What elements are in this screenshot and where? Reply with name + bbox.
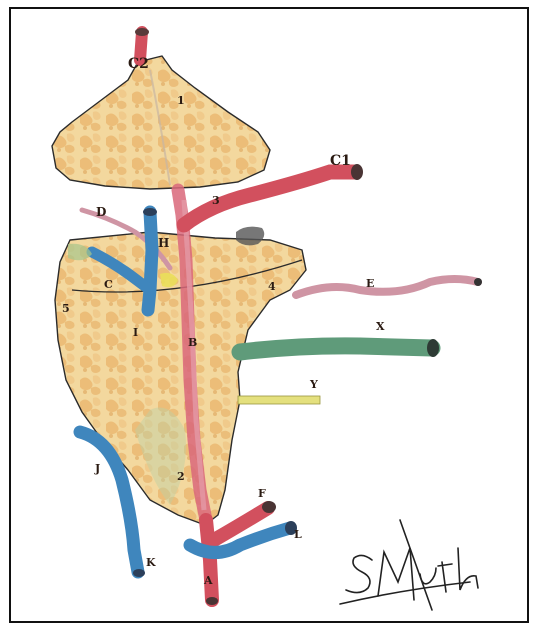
label-i: I — [133, 326, 138, 339]
label-h: H — [158, 236, 169, 250]
artery-a-opening — [206, 597, 218, 605]
label-k: K — [146, 556, 156, 569]
label-c: C — [104, 278, 113, 291]
nerve-e-end — [474, 278, 482, 286]
label-l: L — [294, 528, 302, 541]
vein-k-opening — [133, 569, 145, 577]
label-3: 3 — [212, 194, 220, 207]
duct-x-opening — [427, 339, 439, 357]
label-x: X — [376, 320, 385, 333]
label-1: 1 — [177, 94, 185, 107]
label-j: J — [94, 462, 100, 475]
strip-y — [238, 396, 320, 404]
label-b: B — [188, 336, 197, 349]
label-a: A — [203, 574, 213, 587]
label-e: E — [366, 277, 374, 290]
artery-c2-opening — [135, 28, 149, 36]
label-2: 2 — [177, 470, 185, 483]
label-c2: C2 — [128, 56, 149, 72]
label-f: F — [258, 487, 266, 500]
vein-h-opening — [143, 208, 157, 216]
artery-a — [206, 520, 212, 600]
label-d: D — [96, 205, 106, 219]
label-c1: C1 — [330, 153, 351, 169]
upper-lobe — [52, 56, 270, 189]
duct-x — [240, 346, 432, 352]
label-5: 5 — [62, 302, 70, 315]
signature — [340, 520, 478, 610]
label-4: 4 — [268, 280, 276, 293]
label-y: Y — [309, 378, 318, 391]
nerve-e — [296, 279, 478, 295]
artery-c1-opening — [351, 164, 363, 180]
artery-f-opening — [262, 501, 276, 513]
